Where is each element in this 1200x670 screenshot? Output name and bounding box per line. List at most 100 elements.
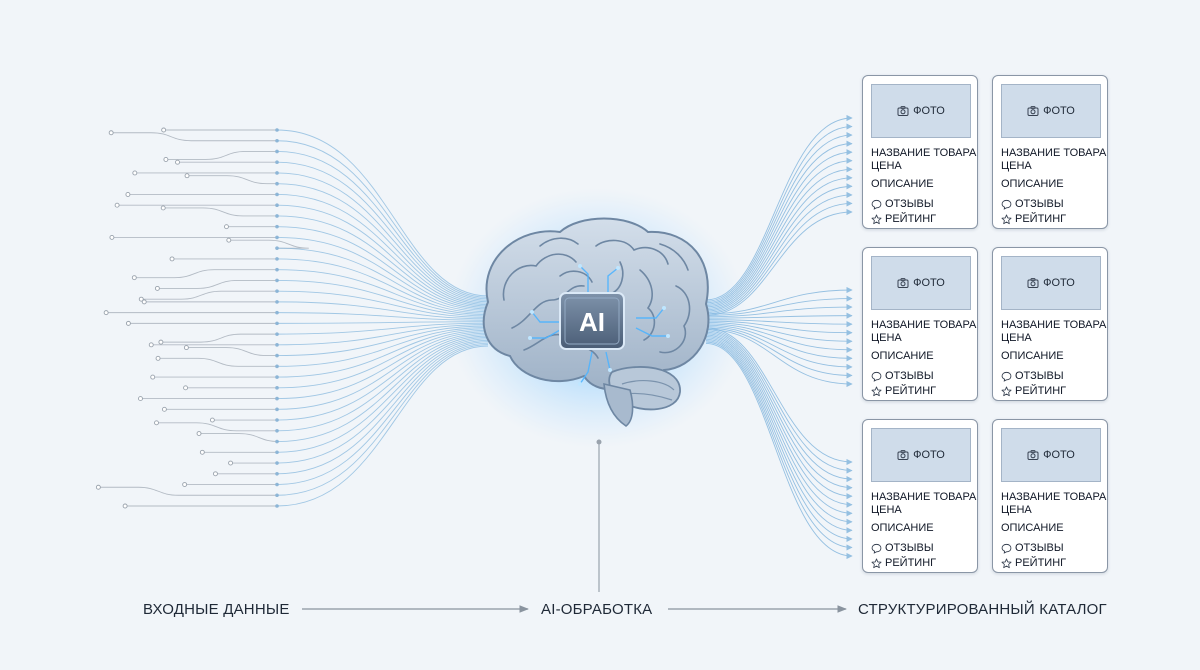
speech-bubble-icon [871, 371, 882, 382]
ai-chip: AI [559, 292, 625, 350]
speech-bubble-icon [1001, 371, 1012, 382]
card-rating: РЕЙТИНГ [871, 557, 936, 570]
input-line-start-dot [138, 396, 143, 402]
product-card: ФОТО НАЗВАНИЕ ТОВАРА ЦЕНА ОПИСАНИЕ ОТЗЫВ… [992, 75, 1108, 229]
input-line-start-dot [122, 503, 128, 509]
card-reviews-label: ОТЗЫВЫ [885, 370, 934, 382]
input-line-start-dot [155, 355, 161, 361]
input-line-start-dot [141, 299, 147, 305]
input-line-start-dot [224, 224, 229, 230]
input-line [163, 207, 277, 217]
input-data-caption: ВХОДНЫЕ ДАННЫЕ [143, 601, 290, 618]
input-line [165, 151, 277, 160]
speech-bubble-icon [871, 199, 882, 210]
card-price: ЦЕНА [871, 504, 902, 516]
input-line-start-dot [95, 484, 101, 490]
input-line-start-dot [160, 205, 166, 211]
card-photo-placeholder: ФОТО [1001, 256, 1101, 310]
input-line-start-dot [103, 310, 109, 316]
star-icon [1001, 558, 1012, 569]
card-description: ОПИСАНИЕ [871, 178, 934, 190]
input-flow-curve [276, 341, 489, 475]
card-rating: РЕЙТИНГ [1001, 557, 1066, 570]
input-line [141, 290, 277, 300]
card-reviews: ОТЗЫВЫ [1001, 370, 1064, 383]
camera-icon [897, 278, 909, 288]
input-line-start-dot [196, 431, 202, 436]
card-title: НАЗВАНИЕ ТОВАРА [1001, 147, 1107, 159]
card-description: ОПИСАНИЕ [1001, 178, 1064, 190]
card-price: ЦЕНА [1001, 332, 1032, 344]
star-icon [1001, 386, 1012, 397]
star-icon [1001, 214, 1012, 225]
input-line-start-dot [213, 471, 218, 477]
card-photo-placeholder: ФОТО [871, 428, 971, 482]
card-rating: РЕЙТИНГ [871, 385, 936, 398]
input-line [111, 132, 277, 142]
card-photo-label: ФОТО [1043, 277, 1075, 289]
card-reviews: ОТЗЫВЫ [1001, 198, 1064, 211]
input-line-start-dot [150, 374, 156, 380]
input-line [199, 433, 280, 442]
input-line-start-dot [154, 420, 159, 426]
card-reviews-label: ОТЗЫВЫ [1015, 198, 1064, 210]
card-photo-label: ФОТО [1043, 105, 1075, 117]
input-line-start-dot [163, 157, 169, 162]
card-title: НАЗВАНИЕ ТОВАРА [871, 319, 977, 331]
input-line-start-dot [183, 385, 189, 391]
input-line-start-dot [138, 296, 144, 302]
card-reviews: ОТЗЫВЫ [1001, 542, 1064, 555]
card-rating-label: РЕЙТИНГ [1015, 557, 1067, 569]
input-line [98, 486, 277, 496]
input-line-start-dot [132, 170, 138, 176]
processing-pointer-dot [596, 439, 602, 445]
card-title: НАЗВАНИЕ ТОВАРА [871, 491, 977, 503]
card-reviews-label: ОТЗЫВЫ [885, 542, 934, 554]
input-line [157, 279, 277, 289]
camera-icon [897, 106, 909, 116]
input-line-start-dot [131, 275, 137, 281]
card-rating-label: РЕЙТИНГ [885, 557, 937, 569]
card-description: ОПИСАНИЕ [871, 522, 934, 534]
input-line-start-dot [114, 202, 120, 208]
card-title: НАЗВАНИЕ ТОВАРА [871, 147, 977, 159]
card-description: ОПИСАНИЕ [1001, 350, 1064, 362]
input-line-start-dot [154, 285, 160, 291]
speech-bubble-icon [1001, 543, 1012, 554]
card-reviews: ОТЗЫВЫ [871, 370, 934, 383]
input-line-start-dot [148, 342, 154, 348]
card-price: ЦЕНА [1001, 504, 1032, 516]
input-line [160, 333, 277, 343]
input-line [186, 347, 277, 357]
card-rating: РЕЙТИНГ [871, 213, 936, 226]
card-rating: РЕЙТИНГ [1001, 385, 1066, 398]
card-description: ОПИСАНИЕ [871, 350, 934, 362]
input-line-start-dot [183, 345, 189, 351]
input-line-start-dot [199, 449, 205, 455]
input-flow-curve [276, 342, 489, 485]
card-photo-label: ФОТО [913, 105, 945, 117]
star-icon [871, 386, 882, 397]
card-rating-label: РЕЙТИНГ [1015, 213, 1067, 225]
product-card: ФОТО НАЗВАНИЕ ТОВАРА ЦЕНА ОПИСАНИЕ ОТЗЫВ… [862, 247, 978, 401]
product-card: ФОТО НАЗВАНИЕ ТОВАРА ЦЕНА ОПИСАНИЕ ОТЗЫВ… [992, 419, 1108, 573]
input-line-start-dot [125, 192, 131, 197]
card-photo-placeholder: ФОТО [1001, 84, 1101, 138]
input-line-start-dot [169, 256, 175, 262]
card-reviews: ОТЗЫВЫ [871, 542, 934, 555]
input-line [228, 239, 309, 249]
card-rating-label: РЕЙТИНГ [885, 213, 937, 225]
card-photo-placeholder: ФОТО [1001, 428, 1101, 482]
camera-icon [897, 450, 909, 460]
input-line-start-dot [108, 130, 114, 136]
structured-catalog-caption: СТРУКТУРИРОВАННЫЙ КАТАЛОГ [858, 601, 1107, 618]
card-price: ЦЕНА [871, 160, 902, 172]
card-reviews: ОТЗЫВЫ [871, 198, 934, 211]
star-icon [871, 214, 882, 225]
input-line-start-dot [161, 406, 167, 412]
card-rating-label: РЕЙТИНГ [885, 385, 937, 397]
card-price: ЦЕНА [1001, 160, 1032, 172]
input-line [134, 269, 277, 279]
input-line-start-dot [226, 237, 232, 243]
